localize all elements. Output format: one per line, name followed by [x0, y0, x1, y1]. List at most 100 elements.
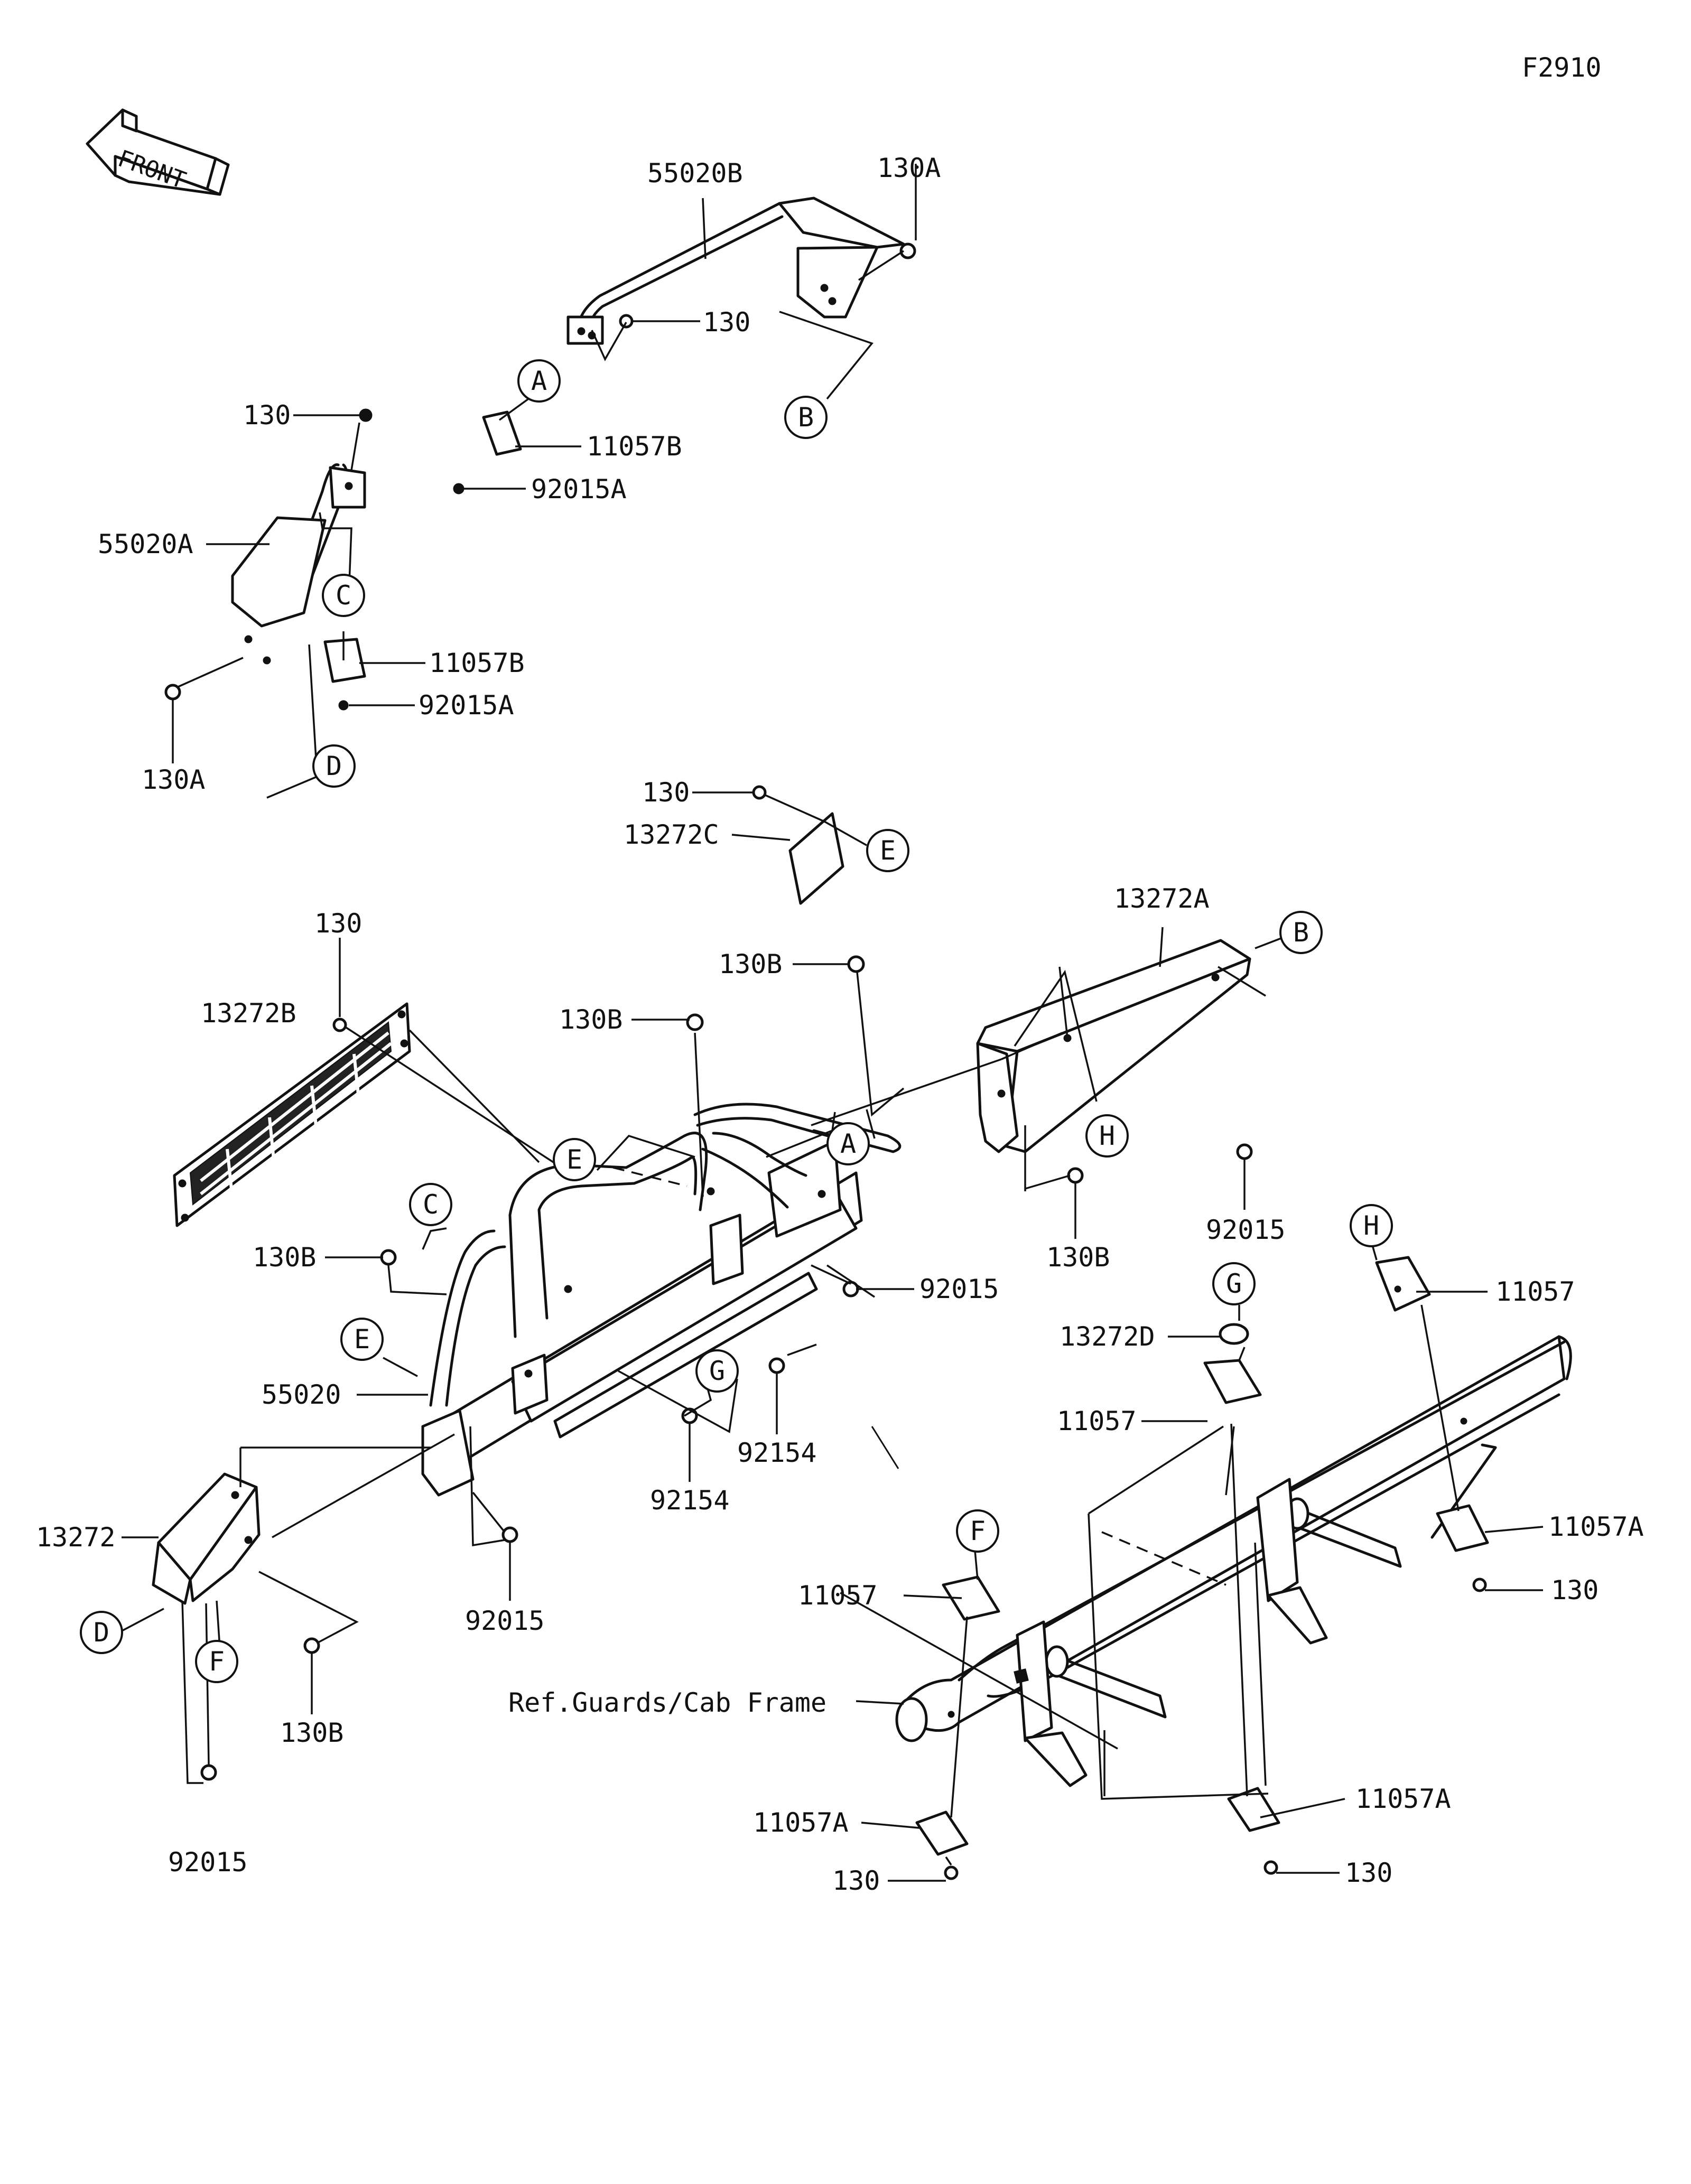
clamp-11057b-top	[482, 410, 522, 456]
letter-marker-h-center: H	[1085, 1114, 1129, 1158]
letter-marker-g-center: G	[695, 1349, 739, 1393]
svg-text:E: E	[566, 1144, 582, 1175]
letter-marker-b-right: B	[1279, 911, 1323, 954]
callout-130-bl: 130	[832, 1865, 880, 1896]
nut-icon	[453, 483, 464, 494]
nut-icon	[200, 1764, 217, 1781]
callout-130a-left: 130A	[142, 764, 205, 795]
callout-130-mid: 130	[642, 777, 690, 808]
callout-130-right: 130	[1551, 1575, 1599, 1606]
grille-13272b	[173, 1002, 411, 1227]
bolt-icon	[1263, 1860, 1278, 1875]
callout-92015-right: 92015	[1206, 1215, 1286, 1245]
guard-55020a	[231, 463, 366, 665]
callout-92015-bottom: 92015	[168, 1847, 248, 1878]
letter-marker-e-top: E	[866, 829, 909, 872]
callout-13272b: 13272B	[201, 998, 296, 1029]
bolt-icon	[752, 785, 767, 800]
callout-92154-left: 92154	[650, 1485, 730, 1516]
bolt-icon	[332, 1018, 347, 1032]
callout-130-br: 130	[1345, 1858, 1392, 1888]
letter-marker-f-bottom: F	[195, 1640, 238, 1683]
bracket-11057a-br	[1227, 1787, 1280, 1832]
callout-11057b-left: 11057B	[429, 648, 525, 678]
guard-13272a	[976, 939, 1251, 1153]
callout-130b-left: 130B	[253, 1242, 316, 1273]
svg-text:E: E	[880, 835, 896, 866]
callout-130b-mid: 130B	[559, 1004, 622, 1035]
bolt-icon	[164, 684, 181, 701]
callout-92015a-top: 92015A	[531, 474, 627, 505]
svg-text:C: C	[423, 1189, 439, 1220]
svg-text:G: G	[1226, 1268, 1242, 1299]
svg-text:D: D	[326, 751, 342, 781]
callout-11057-g: 11057	[1057, 1406, 1137, 1436]
callout-130a-top: 130A	[877, 153, 941, 183]
callout-130-left: 130	[243, 400, 291, 431]
bolt-icon	[619, 314, 634, 329]
letter-marker-a-top: A	[517, 359, 561, 403]
callout-130b-low: 130B	[280, 1718, 343, 1748]
clamp-11057b-left	[323, 638, 366, 683]
svg-text:D: D	[94, 1617, 109, 1648]
callout-13272d: 13272D	[1060, 1321, 1155, 1352]
guard-55020	[421, 1103, 902, 1497]
bolt-icon	[359, 408, 373, 422]
callout-55020a: 55020A	[98, 529, 193, 559]
bolt-icon	[847, 955, 865, 973]
nut-icon	[501, 1526, 518, 1543]
bracket-11057-f	[942, 1575, 1000, 1621]
letter-marker-c-center: C	[409, 1183, 452, 1226]
letter-marker-e-center: E	[553, 1138, 596, 1181]
letter-marker-a-center: A	[826, 1122, 870, 1165]
nut-icon	[1236, 1143, 1253, 1160]
callout-13272: 13272	[36, 1522, 116, 1553]
callout-130-top: 130	[703, 307, 750, 338]
callout-130-grille: 130	[314, 908, 362, 939]
leader-lines	[118, 164, 1544, 1882]
svg-text:B: B	[798, 402, 814, 433]
bracket-11057a-bl	[915, 1810, 969, 1856]
svg-text:E: E	[354, 1324, 370, 1355]
bolt-icon	[303, 1637, 320, 1654]
svg-text:H: H	[1099, 1121, 1115, 1151]
callout-92154-right: 92154	[737, 1438, 817, 1468]
bolt-icon	[686, 1013, 704, 1031]
letter-marker-b-top: B	[784, 396, 828, 439]
svg-text:B: B	[1293, 917, 1309, 948]
callout-92015-low: 92015	[465, 1606, 545, 1636]
letter-marker-h-right: H	[1350, 1204, 1393, 1247]
letter-marker-d-top: D	[312, 744, 356, 788]
callout-13272c: 13272C	[624, 819, 719, 850]
svg-text:C: C	[336, 580, 351, 611]
svg-text:A: A	[531, 366, 547, 396]
callout-55020b: 55020B	[647, 158, 743, 189]
callout-11057a-right: 11057A	[1548, 1511, 1644, 1542]
bolt-icon-group	[164, 242, 1487, 1880]
callout-11057a-br: 11057A	[1355, 1784, 1451, 1814]
callout-11057b-top: 11057B	[587, 431, 682, 462]
svg-text:G: G	[709, 1356, 725, 1386]
svg-text:F: F	[209, 1646, 225, 1677]
svg-text:H: H	[1363, 1210, 1379, 1241]
bracket-11057-g	[1203, 1323, 1262, 1404]
letter-marker-g-right: G	[1212, 1262, 1256, 1305]
callout-13272a: 13272A	[1114, 883, 1210, 914]
callout-55020: 55020	[262, 1379, 341, 1410]
dash-line	[612, 1166, 687, 1187]
callout-130b-right: 130B	[1046, 1242, 1110, 1273]
letter-marker-e-left: E	[340, 1318, 384, 1361]
guard-13272	[152, 1472, 261, 1605]
figure-code: F2910	[1522, 52, 1602, 83]
bolt-icon	[1472, 1578, 1487, 1592]
plate-13272c	[788, 812, 844, 905]
letter-marker-d-bottom: D	[80, 1611, 123, 1654]
nut-icon	[338, 700, 349, 711]
bracket-11057a-right	[1436, 1504, 1489, 1552]
bracket-11057-h	[1375, 1256, 1431, 1312]
letter-marker-f-right: F	[956, 1509, 999, 1553]
callout-130b-top: 130B	[719, 949, 782, 979]
callout-11057-f: 11057	[798, 1580, 878, 1611]
callout-92015-center: 92015	[919, 1274, 999, 1304]
